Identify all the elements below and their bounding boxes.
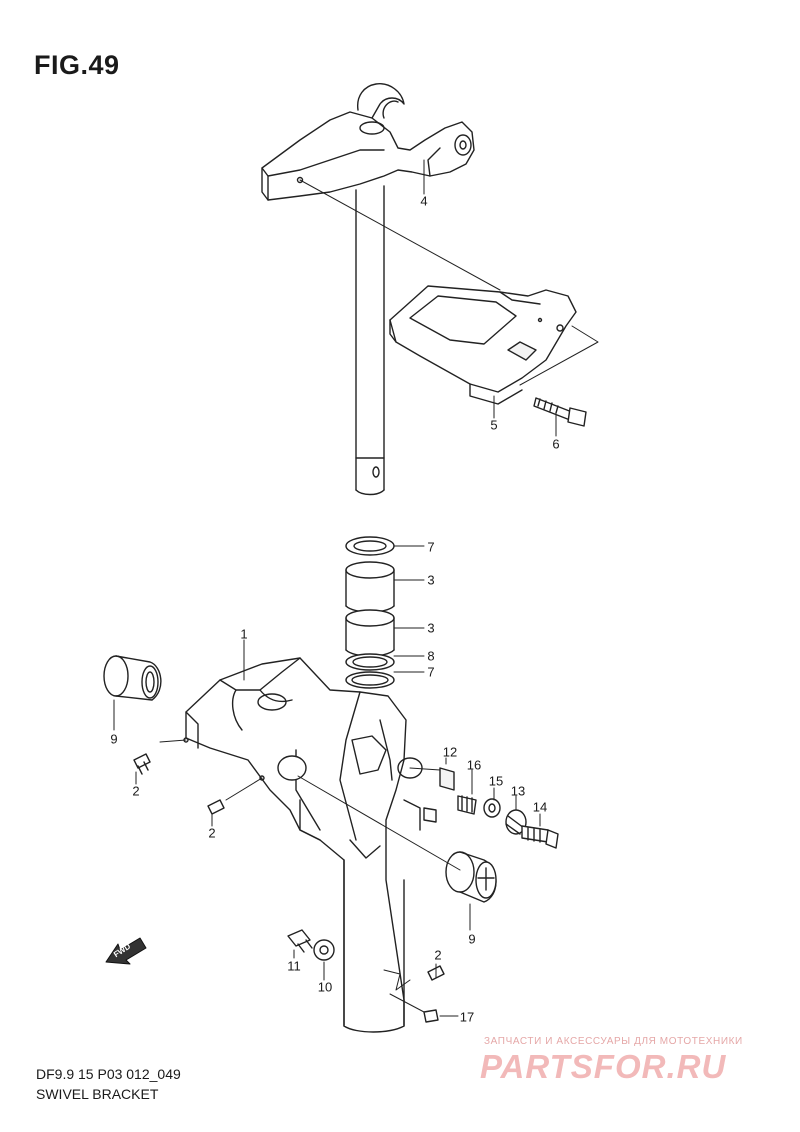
callout-12: 12 [442, 744, 458, 760]
callout-10: 10 [317, 979, 333, 995]
callout-14: 14 [532, 799, 548, 815]
callout-5: 5 [490, 417, 498, 433]
part-9-bushing-left [103, 655, 162, 701]
steering-shaft [355, 185, 385, 496]
fwd-arrow-icon [105, 937, 147, 965]
part-9-bushing-right [445, 851, 497, 903]
callout-6: 6 [552, 436, 560, 452]
callout-9-right: 9 [468, 931, 476, 947]
callout-7-lower: 7 [427, 664, 435, 680]
watermark-tagline: ЗАПЧАСТИ И АКСЕССУАРЫ ДЛЯ МОТОТЕХНИКИ [484, 1036, 743, 1047]
figure-name: SWIVEL BRACKET [36, 1086, 159, 1102]
figure-code: DF9.9 15 P03 012_049 [36, 1066, 181, 1082]
callout-3-lower: 3 [427, 620, 435, 636]
part-5-frame [389, 285, 577, 405]
callout-9-left: 9 [110, 731, 118, 747]
callout-8: 8 [427, 648, 435, 664]
watermark-logo: PARTSFOR.RU [480, 1048, 727, 1085]
lower-small-parts [287, 929, 439, 1023]
alignment-lines-lower [159, 739, 461, 1013]
callout-13: 13 [510, 783, 526, 799]
callout-16: 16 [466, 757, 482, 773]
bushing-stack [345, 536, 395, 689]
part-2-bolts [133, 753, 445, 981]
callout-2-middle: 2 [208, 825, 216, 841]
callout-4: 4 [420, 193, 428, 209]
alignment-lines-upper [299, 179, 599, 386]
callout-15: 15 [488, 773, 504, 789]
callout-17: 17 [459, 1009, 475, 1025]
lock-assembly-parts [439, 767, 559, 849]
callout-2-lower: 2 [434, 947, 442, 963]
callout-7-upper: 7 [427, 539, 435, 555]
callout-3-upper: 3 [427, 572, 435, 588]
leader-lines [113, 159, 557, 1017]
part-6-bolt [533, 397, 587, 427]
callout-1: 1 [240, 626, 248, 642]
part-4-steering-arm [261, 83, 475, 201]
figure-title: FIG.49 [34, 50, 120, 80]
callout-11: 11 [287, 958, 301, 974]
part-1-swivel-bracket [183, 657, 423, 1033]
callout-2-left: 2 [132, 783, 140, 799]
